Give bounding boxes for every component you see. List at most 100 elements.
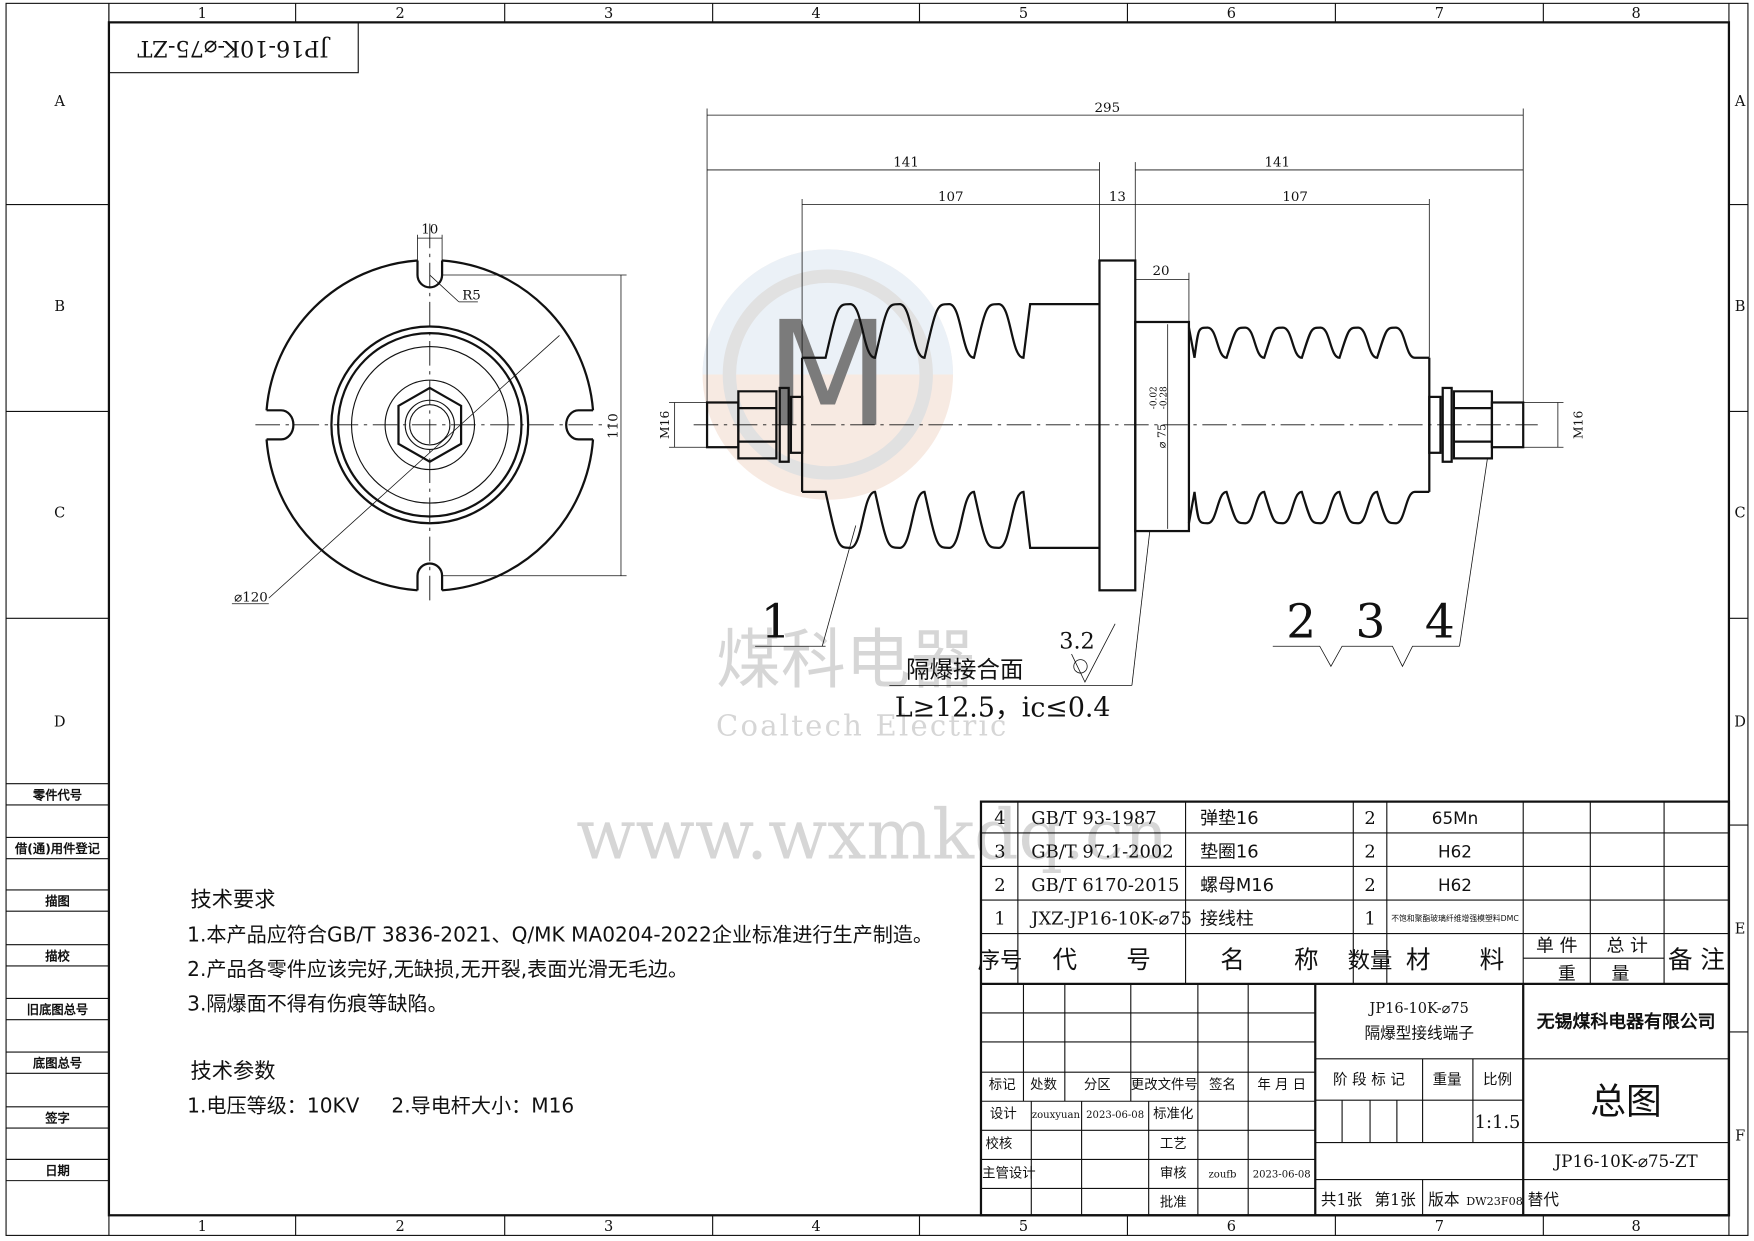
column-label: 6 [1227, 6, 1236, 22]
frame [5, 2, 1749, 1236]
left-strip-label: 旧底图总号 [27, 1002, 88, 1017]
dim-left-141: 141 [893, 156, 919, 171]
total-sheets: 共1张 [1321, 1190, 1363, 1209]
row-label: C [1735, 506, 1746, 522]
dim-diameter-75: ⌀ 75 -0.02 -0.28 [1150, 386, 1170, 448]
column-label: 2 [396, 6, 405, 22]
flameproof-joint-spec: L≥12.5，ic≤0.4 [895, 693, 1111, 724]
row-label: A [1734, 94, 1746, 110]
bom-qty: 1 [1364, 909, 1375, 930]
column-label: 5 [1019, 6, 1028, 22]
row-label: C [54, 506, 65, 522]
drawing-code: JP16-10K-⌀75-ZT [1552, 1151, 1698, 1171]
bom-header-qty: 数量 [1348, 948, 1393, 974]
side-view [231, 223, 627, 605]
version-value: DW23F08 [1466, 1195, 1523, 1208]
product-code: JP16-10K-⌀75 [1368, 1001, 1469, 1017]
callout-2: 2 [1286, 594, 1316, 649]
column-label: 4 [811, 1219, 820, 1235]
revision-header: 签名 [1209, 1076, 1236, 1093]
row-label: A [53, 94, 65, 110]
column-label: 7 [1435, 6, 1444, 22]
column-label: 1 [198, 6, 207, 22]
version-label: 版本 [1428, 1190, 1460, 1209]
bom-code: GB/T 93-1987 [1031, 808, 1156, 829]
parameters-title: 技术参数 [191, 1059, 276, 1084]
requirement-item: 1.本产品应符合GB/T 3836-2021、Q/MK MA0204-2022企… [187, 922, 933, 946]
sheet-number: 第1张 [1375, 1190, 1417, 1209]
bom-header-total: 总 计 [1606, 935, 1648, 956]
code-box [108, 21, 359, 74]
bom-material: 不饱和聚酯玻璃纤维增强模塑料DMC [1391, 913, 1519, 923]
parameter-items: 1.电压等级：10KV 2.导电杆大小：M16 [187, 1093, 574, 1117]
bom-name: 螺母M16 [1200, 875, 1274, 896]
requirement-item: 3.隔爆面不得有伤痕等缺陷。 [187, 992, 448, 1016]
bom-qty: 2 [1364, 875, 1375, 896]
reviewer-name: zoufb [1208, 1169, 1236, 1180]
bom-header-material: 材 料 [1406, 945, 1504, 974]
stage-label: 阶 段 标 记 [1333, 1071, 1405, 1088]
bom-material: H62 [1438, 842, 1472, 862]
watermark-en: Coaltech Electric [716, 709, 1008, 743]
left-strip-label: 零件代号 [32, 787, 82, 802]
row-label: B [54, 299, 65, 315]
revision-header: 年 月 日 [1257, 1077, 1306, 1093]
requirements-title: 技术要求 [191, 888, 276, 913]
dim-height: 110 [607, 413, 622, 439]
column-label: 8 [1632, 1219, 1641, 1235]
title-block-grid [979, 800, 1731, 1217]
row-label: F [1735, 1128, 1745, 1144]
title-block: 标记处数分区更改文件号签名年 月 日 设计 zouxyuan 2023-06-0… [982, 1001, 1715, 1210]
bom-material: 65Mn [1432, 808, 1478, 828]
bom-header-unit: 单 件 [1536, 935, 1578, 956]
left-strip-label: 日期 [45, 1163, 70, 1178]
dim-outer-diameter: ⌀120 [234, 590, 268, 605]
replace-label: 替代 [1528, 1190, 1560, 1209]
bom-material: H62 [1438, 875, 1472, 895]
dim-slot-radius: R5 [462, 289, 481, 304]
callout-1: 1 [761, 594, 791, 649]
bom-header-no: 序号 [978, 948, 1023, 974]
flameproof-joint-label: 隔爆接合面 [906, 656, 1023, 684]
left-strip-label: 底图总号 [33, 1056, 82, 1071]
bom-header-remark: 备 注 [1668, 945, 1725, 974]
product-name: 隔爆型接线端子 [1364, 1024, 1474, 1043]
chief-design-label: 主管设计 [982, 1165, 1036, 1181]
dim-left-107: 107 [938, 190, 964, 205]
revision-header: 处数 [1030, 1077, 1057, 1093]
column-label: 3 [604, 1219, 613, 1235]
row-label: D [1734, 715, 1746, 731]
bom-name: 垫圈16 [1200, 842, 1259, 863]
row-label: E [1735, 922, 1746, 938]
left-strip-label: 描图 [45, 894, 70, 909]
bom-code: GB/T 97.1-2002 [1031, 842, 1173, 863]
bom-header-name: 名 称 [1220, 945, 1318, 974]
callout-3: 3 [1356, 594, 1386, 649]
scale-label: 比例 [1483, 1071, 1512, 1088]
approve-label: 批准 [1160, 1194, 1187, 1210]
left-strip-label: 描校 [45, 948, 70, 963]
bom-code: JXZ-JP16-10K-⌀75 [1029, 909, 1192, 930]
process-label: 工艺 [1160, 1136, 1187, 1152]
column-label: 4 [811, 6, 820, 22]
designer-name: zouxyuan [1032, 1110, 1081, 1121]
revision-header: 分区 [1084, 1077, 1111, 1093]
dim-ring: 20 [1152, 264, 1169, 279]
dim-thread-right: M16 [1571, 411, 1585, 439]
dim-right-141: 141 [1264, 156, 1290, 171]
technical-notes: 技术要求 1.本产品应符合GB/T 3836-2021、Q/MK MA0204-… [187, 888, 933, 1118]
logo-letter: M [765, 291, 890, 460]
row-label: D [54, 715, 66, 731]
left-strip-label: 签字 [44, 1110, 70, 1125]
weight-label: 重量 [1433, 1071, 1462, 1088]
bom-name: 弹垫16 [1200, 808, 1259, 829]
bom-no: 2 [994, 875, 1005, 896]
column-label: 3 [604, 6, 613, 22]
column-label: 2 [396, 1219, 405, 1235]
check-label: 校核 [985, 1135, 1012, 1152]
row-label: B [1735, 299, 1746, 315]
tolerance-upper: -0.02 [1150, 386, 1160, 409]
